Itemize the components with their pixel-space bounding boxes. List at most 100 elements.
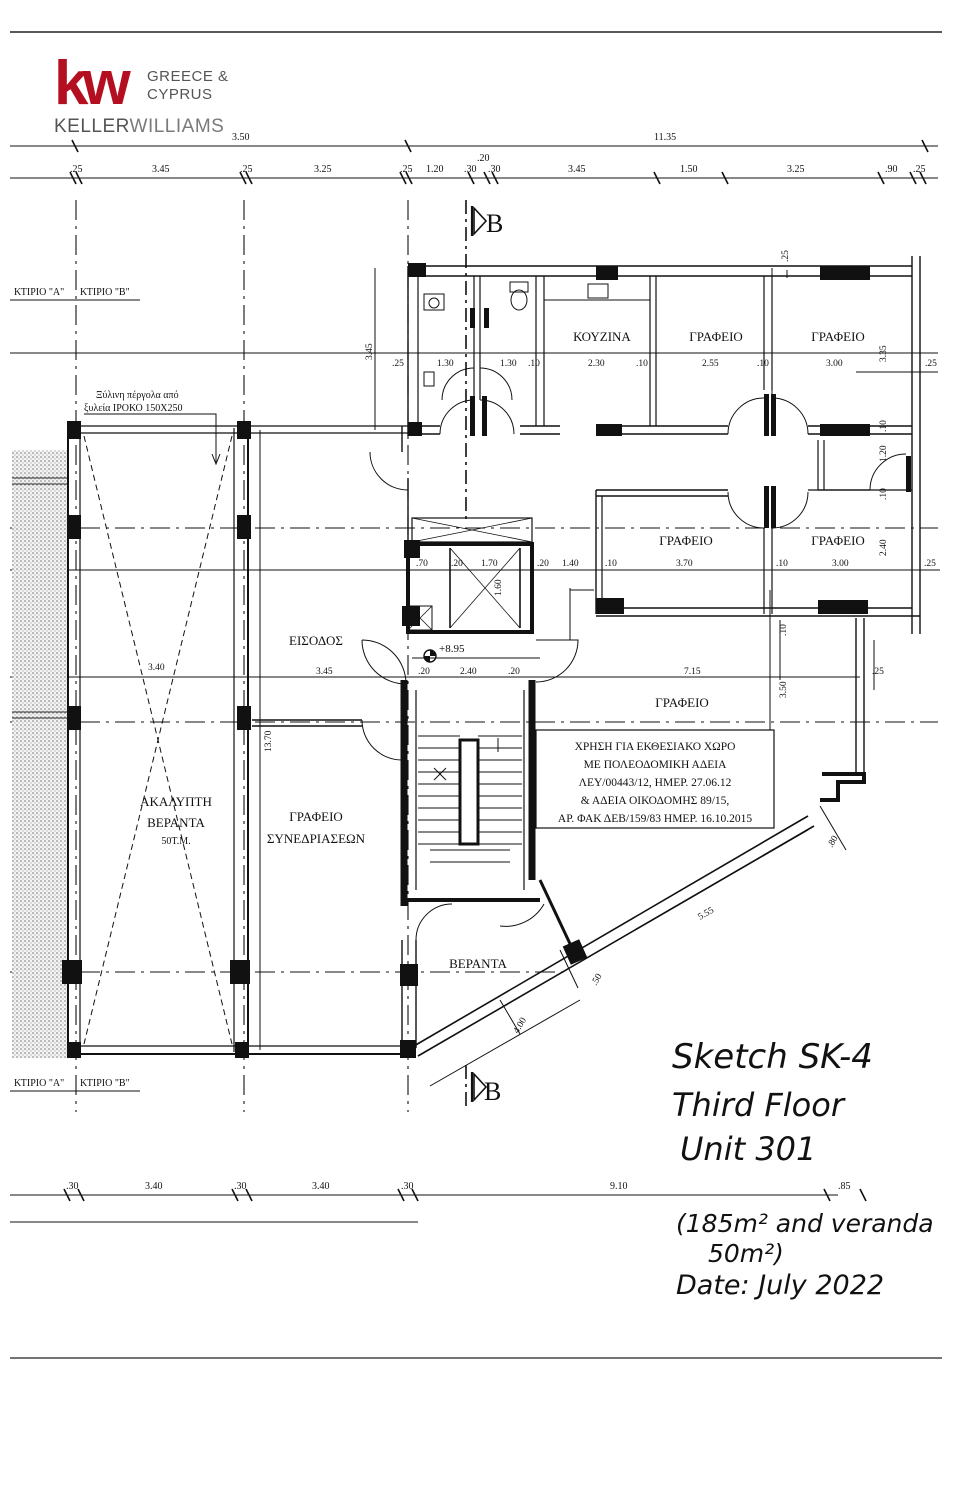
room-entrance: ΕΙΣΟΔΟΣ [289, 633, 343, 648]
room-office-top-1: ΓΡΑΦΕΙΟ [689, 329, 743, 344]
dim-top: .25 [400, 164, 413, 175]
room-open-veranda-line2: ΒΕΡΑΝΤΑ [147, 815, 205, 830]
logo-region-line2: CYPRUS [147, 86, 213, 103]
dim-label: 3.70 [676, 559, 693, 569]
building-labels: ΚΤΙΡΙΟ "Α" ΚΤΙΡΙΟ "Β" ΚΤΙΡΙΟ "Α" ΚΤΙΡΙΟ … [14, 287, 130, 1089]
pergola-note-line1: Ξύλινη πέργολα από [96, 390, 179, 401]
dimension-ticks [63, 139, 929, 1202]
dimension-helper-lines [412, 569, 875, 690]
room-labels: ΚΟΥΖΙΝΑ ΓΡΑΦΕΙΟ ΓΡΑΦΕΙΟ ΓΡΑΦΕΙΟ ΓΡΑΦΕΙΟ … [140, 329, 865, 971]
dim-label: 3.00 [826, 359, 843, 369]
dim-label: 4.00 [512, 1016, 529, 1036]
dim-label: 1.60 [494, 579, 504, 596]
inner-dimension-labels: 3.45 .25 1.30 1.30 .10 2.30 .10 2.55 .10… [148, 250, 937, 1036]
dim-top: 3.25 [314, 164, 332, 175]
room-office-mid-1: ΓΡΑΦΕΙΟ [659, 533, 713, 548]
dim-label: 3.50 [779, 681, 789, 698]
permit-note-line: & ΑΔΕΙΑ ΟΙΚΟΔΟΜΗΣ 89/15, [581, 795, 730, 807]
dim-top: 3.25 [787, 164, 805, 175]
dim-label: 3.40 [148, 663, 165, 673]
kw-logo-mark: kw [54, 49, 131, 118]
building-label-top-b: ΚΤΙΡΙΟ "Β" [80, 287, 130, 298]
room-kitchen: ΚΟΥΖΙΝΑ [573, 329, 631, 344]
dim-label: 3.00 [832, 559, 849, 569]
handwritten-area: (185m² and veranda [676, 1209, 934, 1238]
dim-label: .10 [636, 359, 648, 369]
room-office-large: ΓΡΑΦΕΙΟ [655, 695, 709, 710]
room-open-veranda-area: 50Τ.Μ. [161, 836, 190, 847]
dim-label: .10 [879, 488, 889, 500]
handwritten-sketch-id: Sketch SK-4 [672, 1037, 873, 1077]
room-veranda: ΒΕΡΑΝΤΑ [449, 956, 507, 971]
elevation-marker: +8.95 [423, 643, 465, 663]
top-dimension-lines [10, 145, 938, 1223]
dim-top: .30 [488, 164, 501, 175]
dim-label: 2.40 [879, 539, 889, 556]
dim-label: .70 [416, 559, 428, 569]
dim-label: .10 [528, 359, 540, 369]
dim-bottom: 9.10 [610, 1181, 628, 1192]
dim-label: 2.30 [588, 359, 605, 369]
logo-brand-part2: WILLIAMS [129, 116, 225, 137]
section-mark-bottom: B [470, 1071, 501, 1106]
dim-label: 7.15 [684, 667, 701, 677]
neighbour-hatch [12, 450, 68, 1058]
dim-bottom: 3.40 [145, 1181, 163, 1192]
dim-bottom: .30 [401, 1181, 414, 1192]
dim-top: .25 [240, 164, 253, 175]
dim-label: .25 [925, 359, 937, 369]
middle-offices-walls [595, 489, 920, 617]
dim-label: .10 [776, 559, 788, 569]
room-open-veranda-line1: ΑΚΑΛΥΠΤΗ [140, 794, 212, 809]
neighbour-lines [12, 477, 68, 719]
dim-top: 1.20 [426, 164, 444, 175]
dim-label: 1.20 [879, 445, 889, 462]
dim-label: .10 [879, 420, 889, 432]
keller-williams-logo: kw GREECE & CYPRUS KELLERWILLIAMS [54, 49, 254, 138]
building-label-bottom-a: ΚΤΙΡΙΟ "Α" [14, 1078, 64, 1089]
elevation-label: +8.95 [439, 643, 465, 655]
section-mark-top: B [470, 205, 503, 238]
interior-walls [252, 426, 417, 1048]
dim-top: .25 [70, 164, 83, 175]
section-mark-bottom-label: B [484, 1077, 501, 1106]
dim-label: .25 [781, 250, 791, 262]
dim-label: 3.45 [365, 343, 375, 360]
plan-grid-lines [10, 268, 940, 1050]
dim-label: 1.70 [481, 559, 498, 569]
permit-note-line: ΛΕΥ/00443/12, ΗΜΕΡ. 27.06.12 [579, 777, 732, 789]
section-mark-top-label: B [486, 209, 503, 238]
dim-label: .10 [605, 559, 617, 569]
dim-top: .25 [913, 164, 926, 175]
dim-label: .25 [392, 359, 404, 369]
dim-label: 13.70 [264, 730, 274, 752]
handwritten-floor: Third Floor [672, 1086, 846, 1124]
dim-top: .20 [477, 153, 490, 164]
handwritten-unit: Unit 301 [680, 1130, 816, 1168]
top-rooms-walls [407, 256, 921, 634]
pergola-note-line2: ξυλεία ΙΡΟΚΟ 150Χ250 [84, 403, 182, 414]
dim-bottom: .30 [234, 1181, 247, 1192]
room-office-mid-2: ΓΡΑΦΕΙΟ [811, 533, 865, 548]
dim-label: 3.45 [316, 667, 333, 677]
dim-bottom: 3.40 [312, 1181, 330, 1192]
room-meeting-line2: ΣΥΝΕΔΡΙΑΣΕΩΝ [267, 831, 366, 846]
top-dimension-texts: 3.50 11.35 .25 3.45 .25 3.25 .25 1.20 .3… [70, 132, 926, 175]
dim-top: 3.45 [152, 164, 170, 175]
dim-top: .90 [885, 164, 898, 175]
permit-note-line: ΧΡΗΣΗ ΓΙΑ ΕΚΘΕΣΙΑΚΟ ΧΩΡΟ [575, 741, 736, 753]
columns [62, 263, 870, 1058]
logo-region: GREECE & CYPRUS [147, 68, 229, 104]
dim-label: 5.55 [697, 906, 717, 923]
room-meeting-line1: ΓΡΑΦΕΙΟ [289, 809, 343, 824]
outer-walls [413, 618, 866, 1087]
logo-region-line1: GREECE & [147, 68, 229, 85]
stair-core [400, 517, 574, 949]
dim-label: .20 [451, 559, 463, 569]
dim-label: .10 [779, 624, 789, 636]
dim-label: 3.35 [879, 345, 889, 362]
logo-brand-part1: KELLER [54, 116, 130, 137]
door-leafs [470, 308, 911, 528]
building-label-top-a: ΚΤΙΡΙΟ "Α" [14, 287, 64, 298]
